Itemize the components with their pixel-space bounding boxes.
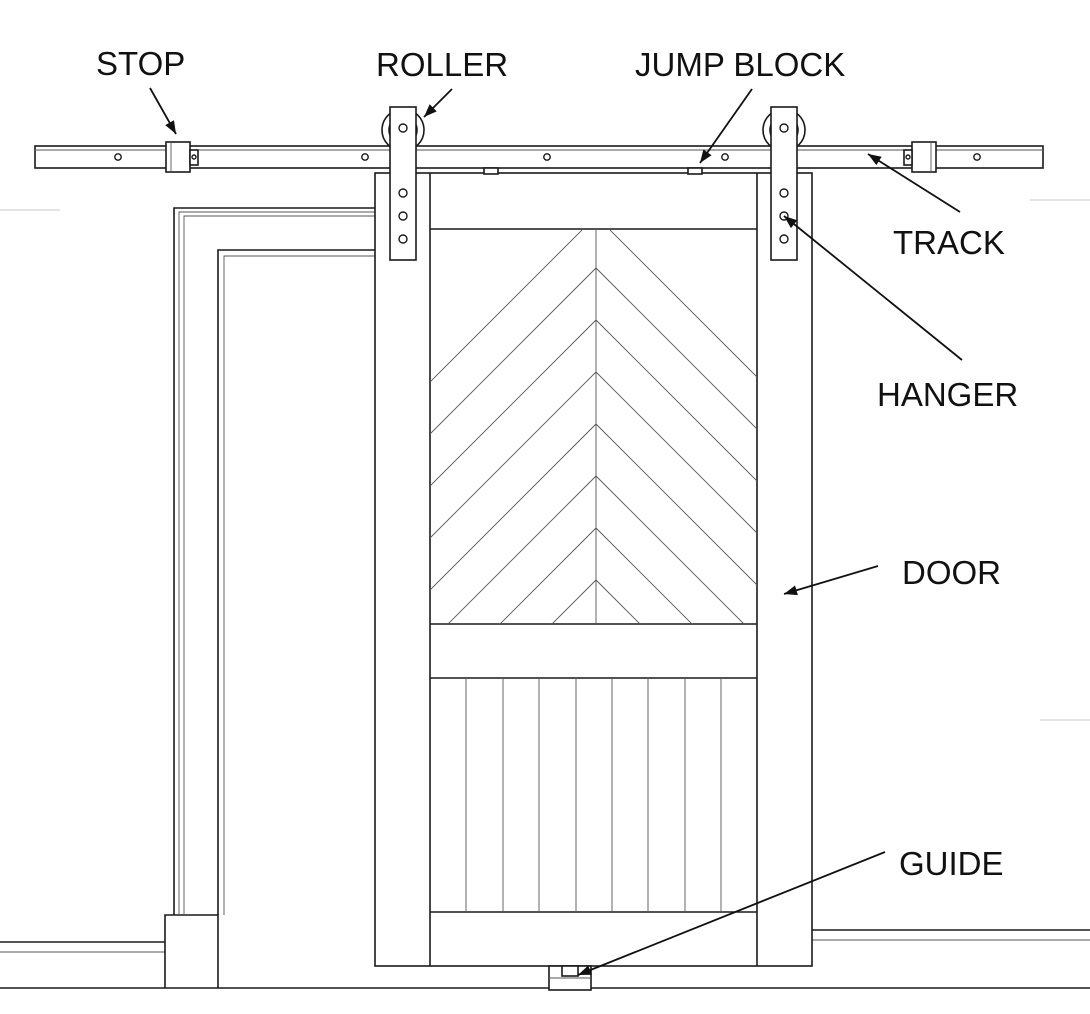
stop-left bbox=[165, 141, 199, 173]
stop-right bbox=[903, 141, 937, 173]
door-frame-casing bbox=[164, 207, 375, 988]
leader-arrows bbox=[149, 87, 963, 976]
hanger-left bbox=[381, 106, 425, 261]
label-hanger: HANGER bbox=[877, 376, 1018, 413]
label-door: DOOR bbox=[902, 554, 1001, 591]
hanger-right bbox=[762, 106, 806, 261]
label-roller: ROLLER bbox=[376, 46, 508, 83]
label-jump-block: JUMP BLOCK bbox=[635, 46, 845, 83]
label-guide: GUIDE bbox=[899, 845, 1004, 882]
door-leaf bbox=[374, 167, 813, 967]
wall-background-marks bbox=[0, 199, 1090, 721]
herringbone-panel bbox=[430, 229, 757, 624]
vertical-boards-panel bbox=[465, 678, 722, 912]
floor-baseboard bbox=[0, 929, 1090, 989]
label-track: TRACK bbox=[893, 224, 1005, 261]
label-stop: STOP bbox=[96, 45, 185, 82]
